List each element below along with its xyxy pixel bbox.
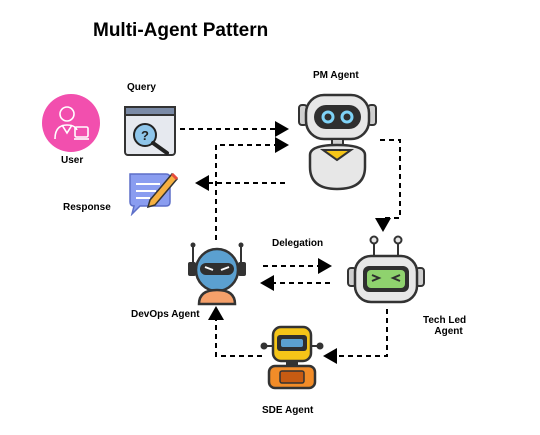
pencil-note-icon bbox=[129, 172, 178, 216]
arrow-sde-to-devops bbox=[208, 306, 262, 357]
robot-head-icon bbox=[298, 93, 377, 191]
query-label: Query bbox=[127, 82, 156, 93]
svg-text:?: ? bbox=[141, 128, 149, 143]
sde-agent-label: SDE Agent bbox=[262, 405, 314, 416]
delegation-label: Delegation bbox=[272, 238, 324, 249]
pm-agent-label: PM Agent bbox=[313, 70, 359, 81]
robot-green-icon bbox=[347, 235, 425, 304]
robot-orange-icon bbox=[260, 325, 324, 390]
user-label: User bbox=[61, 155, 84, 166]
techlead-agent-label: Tech Led Agent bbox=[423, 315, 466, 337]
user-icon bbox=[42, 94, 100, 152]
response-label: Response bbox=[63, 202, 111, 213]
arrow-devops-to-pm bbox=[215, 137, 289, 240]
techlead-label-line2: Agent bbox=[434, 326, 463, 337]
robot-antenna-icon bbox=[188, 242, 246, 306]
search-window-icon: ? bbox=[124, 106, 176, 156]
arrow-pm-to-techlead bbox=[375, 139, 401, 232]
techlead-label-line1: Tech Led bbox=[423, 315, 467, 326]
diagram-title: Multi-Agent Pattern bbox=[93, 20, 269, 41]
devops-agent-label: DevOps Agent bbox=[131, 309, 200, 320]
arrow-techlead-to-sde bbox=[323, 309, 388, 364]
